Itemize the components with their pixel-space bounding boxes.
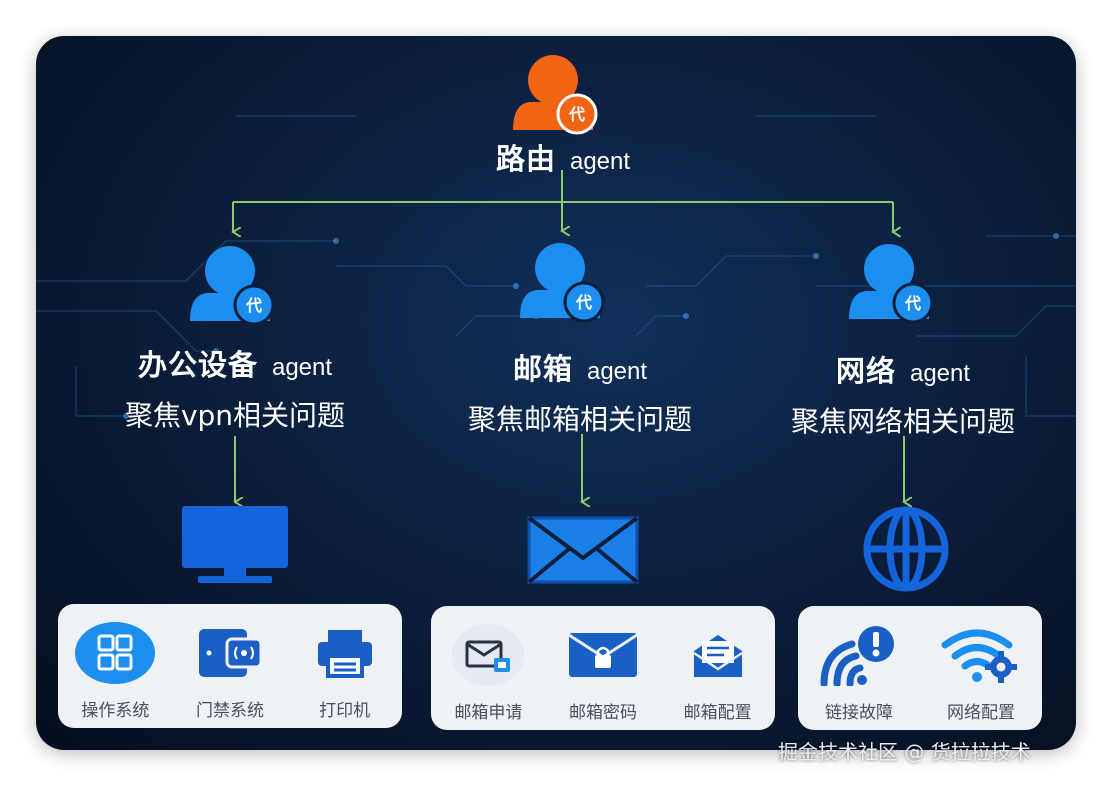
globe-icon	[863, 506, 949, 592]
network-agent-avatar-icon: 代	[849, 244, 934, 324]
watermark-text: 掘金技术社区 @ 货拉拉技术	[778, 740, 1031, 764]
tool-access-control-label: 门禁系统	[195, 701, 264, 721]
agent-connectors	[235, 434, 904, 502]
office-agent-avatar-icon: 代	[190, 246, 275, 326]
tool-mail-password-label: 邮箱密码	[568, 703, 637, 723]
tool-mail-config[interactable]: 邮箱配置	[663, 624, 773, 723]
windows-icon	[75, 622, 156, 684]
tool-printer-label: 打印机	[319, 701, 371, 721]
tool-os[interactable]: 操作系统	[60, 622, 170, 721]
tool-link-fault[interactable]: 链接故障	[804, 624, 914, 723]
mail-agent-focus: 聚焦邮箱相关问题	[467, 403, 692, 436]
mail-tools-panel: 邮箱申请 邮箱密码	[431, 606, 775, 730]
mail-config-icon	[692, 635, 743, 677]
network-tools-panel: 链接故障	[798, 606, 1042, 730]
network-agent-node: 网络 agent 聚焦网络相关问题	[748, 348, 1058, 440]
mail-lock-icon	[568, 633, 638, 677]
tool-network-config-label: 网络配置	[947, 703, 1015, 723]
router-connectors	[233, 170, 893, 232]
mail-agent-name: 邮箱	[512, 352, 573, 386]
office-badge-text: 代	[245, 296, 262, 315]
router-suffix: agent	[569, 148, 631, 175]
diagram-card: 代 代 代 代	[36, 36, 1076, 750]
tool-mail-config-label: 邮箱配置	[683, 703, 752, 723]
printer-icon	[317, 630, 372, 678]
wifi-alert-icon	[820, 626, 894, 686]
network-agent-name: 网络	[835, 354, 896, 388]
mail-agent-node: 邮箱 agent 聚焦邮箱相关问题	[430, 346, 730, 438]
tool-network-config[interactable]: 网络配置	[926, 624, 1036, 723]
router-badge-text: 代	[568, 105, 585, 124]
office-agent-focus: 聚焦vpn相关问题	[124, 399, 346, 432]
mail-agent-avatar-icon: 代	[520, 243, 605, 323]
router-node: 路由 agent	[433, 136, 693, 178]
network-badge-text: 代	[904, 294, 921, 313]
tool-mail-apply[interactable]: 邮箱申请	[433, 624, 543, 723]
tool-access-control[interactable]: 门禁系统	[175, 622, 285, 721]
office-agent-node: 办公设备 agent 聚焦vpn相关问题	[85, 342, 385, 434]
tool-printer[interactable]: 打印机	[290, 622, 400, 721]
access-card-icon	[198, 629, 263, 677]
circuit-background	[36, 115, 1076, 417]
mail-apply-icon	[452, 624, 525, 686]
tool-mail-password[interactable]: 邮箱密码	[548, 624, 658, 723]
wifi-gear-icon	[941, 629, 1017, 683]
tool-os-label: 操作系统	[81, 701, 150, 721]
monitor-icon	[182, 506, 288, 583]
router-avatar-icon: 代	[513, 55, 598, 135]
diagram-canvas: 代 代 代 代	[36, 55, 1076, 592]
mail-agent-suffix: agent	[586, 358, 648, 385]
router-name: 路由	[495, 142, 556, 176]
office-agent-suffix: agent	[271, 354, 333, 381]
envelope-icon	[527, 516, 639, 584]
office-agent-name: 办公设备	[137, 348, 258, 382]
network-agent-focus: 聚焦网络相关问题	[790, 405, 1015, 438]
tool-link-fault-label: 链接故障	[825, 703, 893, 723]
tool-mail-apply-label: 邮箱申请	[454, 703, 523, 723]
network-agent-suffix: agent	[909, 360, 971, 387]
office-tools-panel: 操作系统 门禁系统	[58, 604, 402, 728]
mail-badge-text: 代	[575, 293, 592, 312]
